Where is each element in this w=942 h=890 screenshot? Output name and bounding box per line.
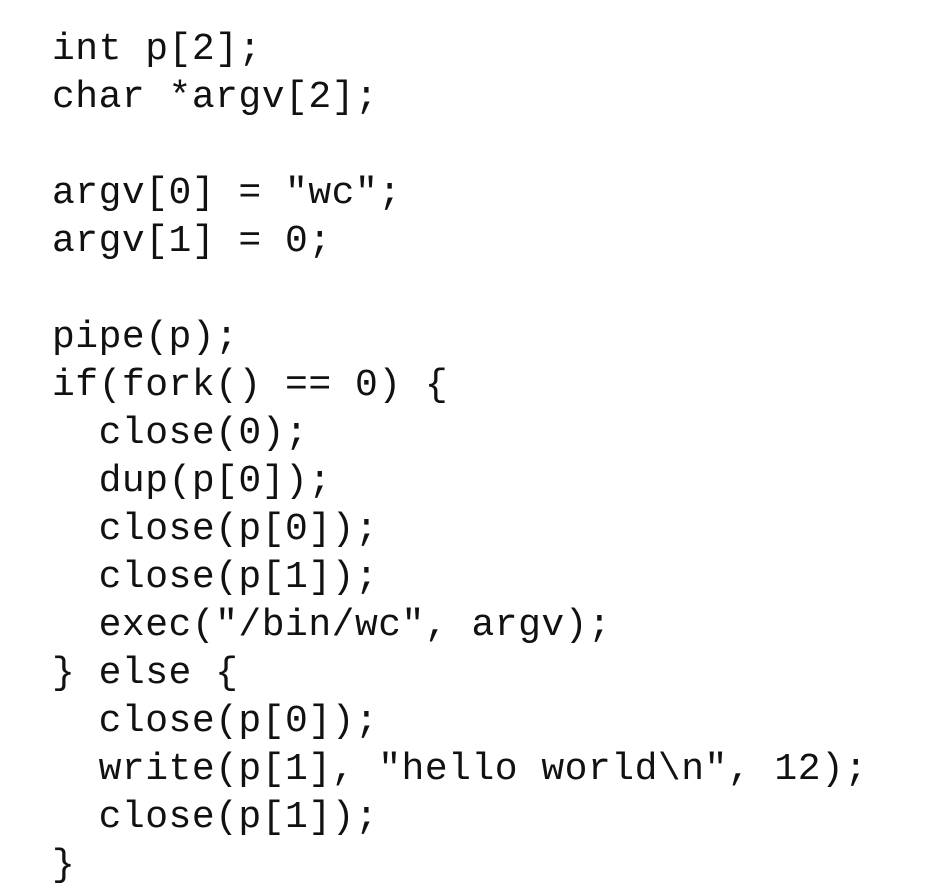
code-line: close(0); [52,412,309,455]
code-line [52,122,868,170]
code-line: write(p[1], "hello world\n", 12); [52,748,868,791]
code-line: argv[0] = "wc"; [52,172,402,215]
code-line: close(p[0]); [52,508,379,551]
code-line: pipe(p); [52,316,239,359]
code-line: exec("/bin/wc", argv); [52,604,612,647]
code-listing: int p[2]; char *argv[2]; argv[0] = "wc";… [52,26,868,890]
code-line: char *argv[2]; [52,76,379,119]
code-line: } [52,844,76,887]
code-line: close(p[0]); [52,700,379,743]
code-line: int p[2]; [52,28,262,71]
code-line: } else { [52,652,239,695]
code-line: if(fork() == 0) { [52,364,449,407]
code-line: dup(p[0]); [52,460,332,503]
code-line: argv[1] = 0; [52,220,332,263]
code-line: close(p[1]); [52,556,379,599]
code-line: close(p[1]); [52,796,379,839]
code-line [52,266,868,314]
